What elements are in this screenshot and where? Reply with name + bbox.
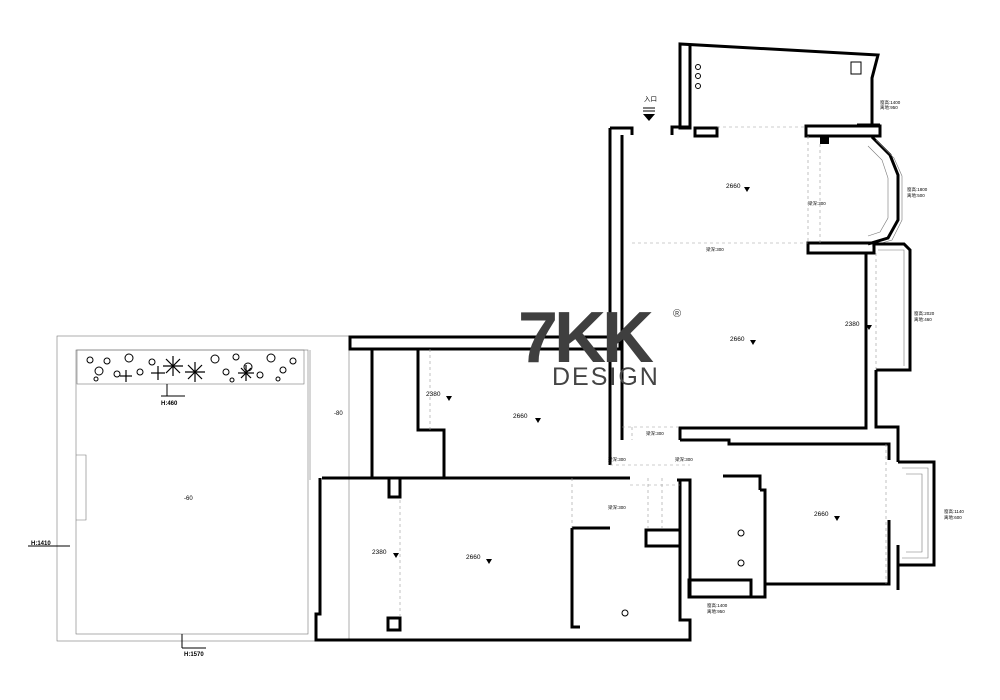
window-label: 窗高:1400 — [880, 99, 901, 106]
ceiling-height-text: 2660 — [730, 336, 745, 343]
terrace-level: -60 — [184, 496, 193, 502]
window-label: 离地:950 — [880, 104, 898, 111]
ceiling-heights: 2660 2660 2380 2380 2660 2380 2660 2660 — [372, 183, 872, 564]
ceiling-marker-icon — [744, 187, 750, 192]
ceiling-height-text: 2380 — [372, 549, 387, 556]
ceiling-marker-icon — [866, 325, 872, 330]
beam-label: 梁深:300 — [808, 200, 826, 207]
entrance-marker: 入口 — [643, 95, 657, 121]
ceiling-marker-icon — [535, 418, 541, 423]
entrance-arrow-icon — [643, 114, 655, 121]
logo-registered: ® — [673, 308, 681, 320]
logo: 7KK ® DESIGN — [518, 298, 681, 391]
ceiling-height-text: 2660 — [814, 511, 829, 518]
ceiling-marker-icon — [393, 553, 399, 558]
ceiling-height-7: 2660 — [466, 554, 492, 564]
beam-label: 梁深:300 — [706, 246, 724, 253]
terrace-height-dim: H:1410 — [31, 541, 51, 547]
ceiling-height-text: 2660 — [513, 413, 528, 420]
window-labels: 窗高:1400 离地:950 窗高:1800 离地:500 窗高:2020 离地… — [707, 99, 964, 615]
window-label: 窗高:1400 — [707, 602, 728, 609]
beam-label: 梁深:300 — [608, 456, 626, 463]
ceiling-height-6: 2380 — [372, 549, 399, 558]
window-label: 离地:500 — [907, 192, 925, 199]
ceiling-height-4: 2380 — [426, 391, 452, 401]
ceiling-height-8: 2660 — [814, 511, 840, 521]
walls — [314, 42, 936, 642]
beam-label: 梁深:300 — [608, 504, 626, 511]
planter-height: H:460 — [161, 401, 178, 407]
terrace-width-dim: H:1570 — [184, 652, 204, 658]
terrace — [56, 335, 350, 642]
ceiling-height-3: 2380 — [845, 321, 872, 330]
window-label: 窗高:1140 — [944, 508, 964, 515]
side-strip-level: -80 — [334, 411, 343, 417]
planter-vegetation — [86, 353, 297, 383]
ceiling-height-5: 2660 — [513, 413, 541, 423]
beam-labels: 梁深:300 梁深:300 梁深:300 梁深:300 梁深:300 梁深:30… — [608, 200, 826, 511]
ceiling-height-1: 2660 — [726, 183, 750, 192]
ceiling-height-text: 2380 — [845, 321, 860, 328]
window-label: 离地:600 — [944, 514, 962, 521]
logo-subtitle: DESIGN — [552, 363, 660, 391]
beam-label: 梁深:300 — [646, 430, 664, 437]
ceiling-marker-icon — [446, 396, 452, 401]
window-label: 窗高:1800 — [907, 186, 928, 193]
ceiling-marker-icon — [750, 340, 756, 345]
entrance-label: 入口 — [644, 95, 657, 103]
beam-lines — [399, 126, 887, 618]
ceiling-height-text: 2660 — [466, 554, 481, 561]
ceiling-marker-icon — [486, 559, 492, 564]
ceiling-height-2: 2660 — [730, 336, 756, 345]
window-label: 离地:950 — [707, 608, 725, 615]
window-label: 离地:460 — [914, 316, 932, 323]
window-label: 窗高:2020 — [914, 310, 935, 317]
ceiling-height-text: 2380 — [426, 391, 441, 398]
ceiling-marker-icon — [834, 516, 840, 521]
beam-label: 梁深:300 — [675, 456, 693, 463]
ceiling-height-text: 2660 — [726, 183, 741, 190]
logo-mark: 7KK — [518, 298, 654, 378]
levels-dimensions: -60 -80 H:460 H:1410 H:1570 — [28, 384, 343, 658]
kitchen-fixtures — [621, 61, 862, 617]
